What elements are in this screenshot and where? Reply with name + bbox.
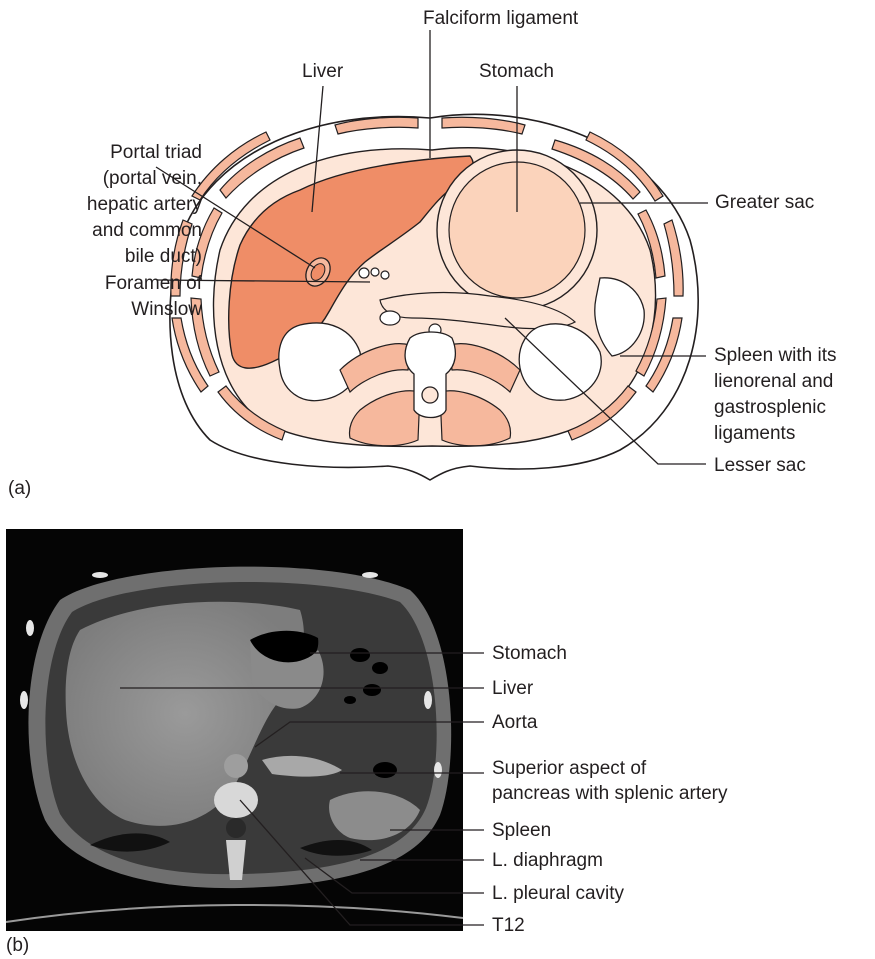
label-liver-b: Liver [492,678,534,699]
label-stomach-b: Stomach [492,643,567,664]
svg-text:Superior aspect of: Superior aspect of [492,758,647,779]
svg-text:Spleen with its: Spleen with its [714,345,837,366]
panel-b-label: (b) [6,935,29,956]
svg-text:gastrosplenic: gastrosplenic [714,397,826,418]
label-spleen-a: Spleen with its lienorenal and gastrospl… [714,345,837,444]
label-t12-b: T12 [492,915,525,936]
label-diaphragm-b: L. diaphragm [492,850,603,871]
label-portal-triad: Portal triad (portal vein, hepatic arter… [87,142,203,267]
label-liver-a: Liver [302,61,344,82]
svg-text:pancreas with splenic artery: pancreas with splenic artery [492,783,728,804]
label-lesser-sac: Lesser sac [714,455,806,476]
panel-a-diagram: Falciform ligament Liver Stomach Portal … [8,8,837,499]
panel-b-ct: Stomach Liver Aorta Superior aspect of p… [6,529,728,956]
panel-a-label: (a) [8,478,31,499]
ct-aorta [224,754,248,778]
label-pleural-b: L. pleural cavity [492,883,625,904]
svg-text:Portal triad: Portal triad [110,142,202,163]
svg-text:lienorenal and: lienorenal and [714,371,833,392]
svg-text:ligaments: ligaments [714,423,795,444]
label-falciform: Falciform ligament [423,8,579,29]
svg-text:bile duct): bile duct) [125,246,202,267]
svg-text:Foramen of: Foramen of [105,273,203,294]
svg-text:(portal vein,: (portal vein, [103,168,202,189]
svg-text:Winslow: Winslow [131,299,202,320]
label-aorta-b: Aorta [492,712,538,733]
label-stomach-a: Stomach [479,61,554,82]
label-spleen-b: Spleen [492,820,551,841]
svg-text:and common: and common [92,220,202,241]
svg-text:hepatic artery: hepatic artery [87,194,203,215]
label-greater-sac: Greater sac [715,192,814,213]
label-pancreas-b: Superior aspect of pancreas with splenic… [492,758,728,804]
